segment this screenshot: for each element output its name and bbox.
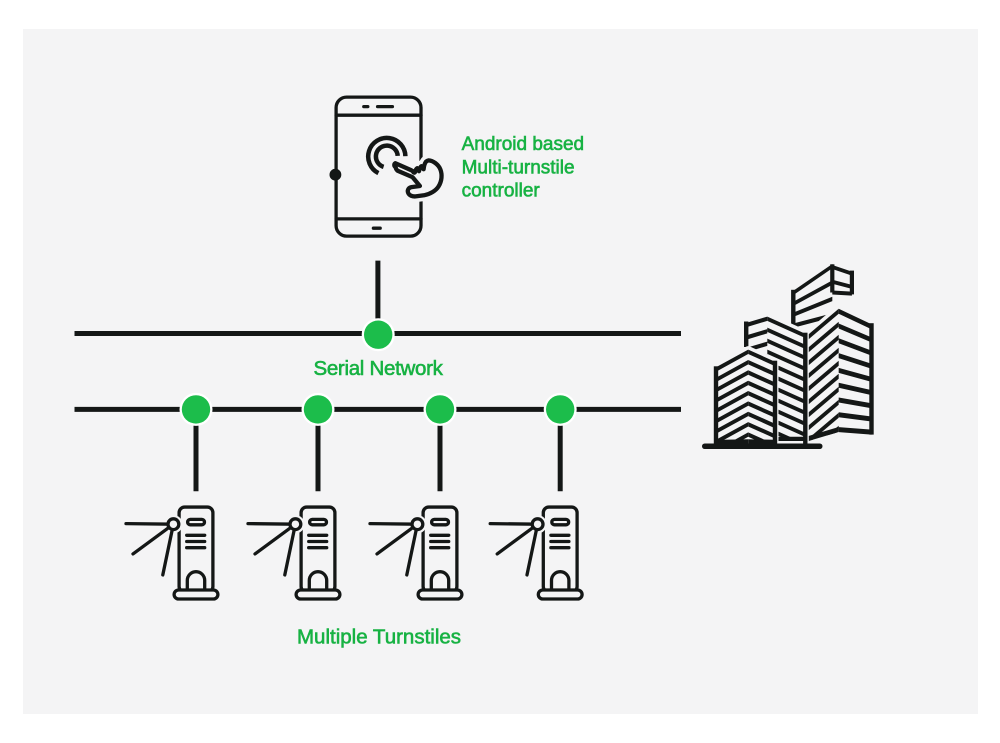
svg-text:controller: controller [462,181,541,202]
svg-text:Android based: Android based [462,134,585,155]
svg-text:Multi-turnstile: Multi-turnstile [462,157,575,178]
svg-text:Multiple Turnstiles: Multiple Turnstiles [297,626,461,649]
svg-text:Serial Network: Serial Network [313,357,443,380]
